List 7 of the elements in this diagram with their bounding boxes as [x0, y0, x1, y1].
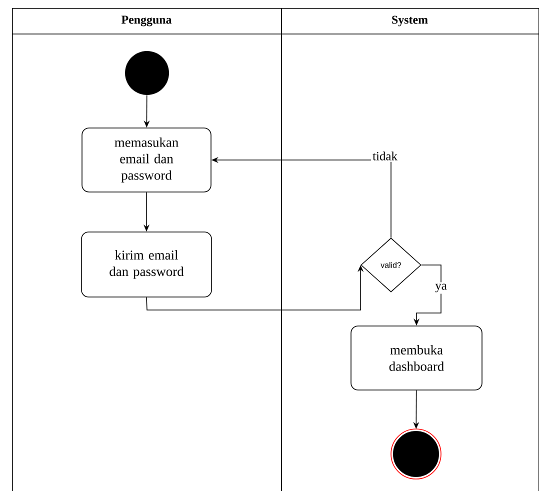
start-circle — [125, 51, 169, 95]
activity-box: membuka dashboard — [350, 326, 482, 390]
activity-box: memasukan email dan password — [82, 128, 212, 192]
activity-box: kirim email dan password — [81, 232, 212, 298]
end-circle — [390, 428, 442, 480]
edge-label: ya — [434, 282, 448, 294]
edge-label: tidak — [371, 150, 399, 162]
